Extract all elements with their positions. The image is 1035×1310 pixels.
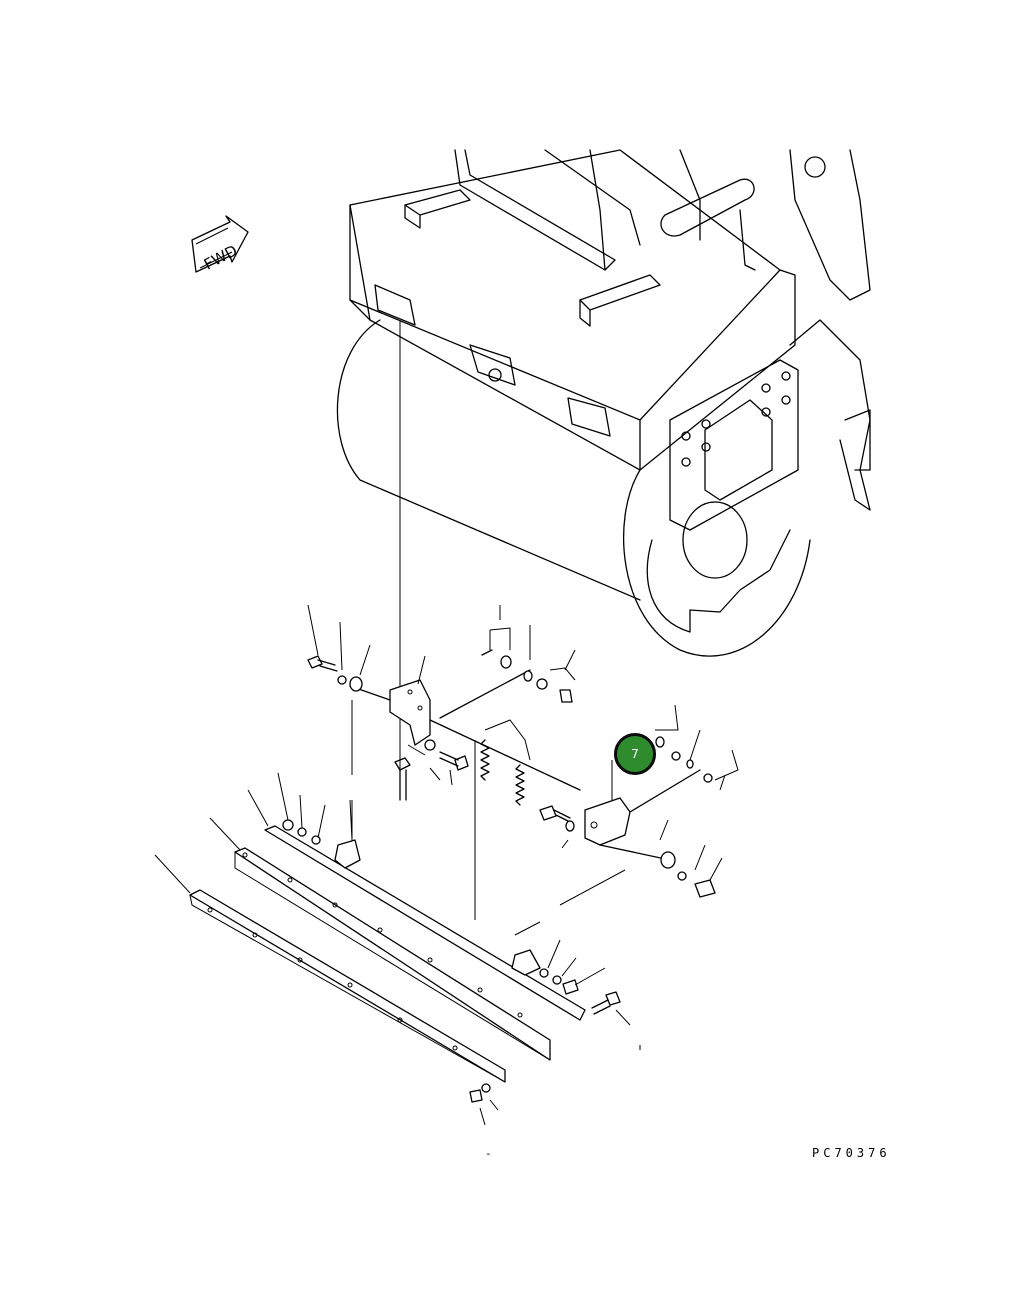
roller-machine — [336, 149, 871, 657]
callout-marker-7[interactable]: 7 — [614, 733, 656, 775]
callout-number: 7 — [631, 747, 639, 761]
fwd-arrow-icon: FWD — [191, 215, 249, 274]
scraper-assembly — [154, 772, 641, 1126]
right-bracket-assembly — [539, 704, 739, 906]
fwd-label: FWD — [201, 241, 240, 273]
footer-mark: - — [485, 1147, 492, 1160]
upper-bracket-assembly — [307, 604, 581, 806]
drawing-code: PC70376 — [812, 1146, 891, 1160]
